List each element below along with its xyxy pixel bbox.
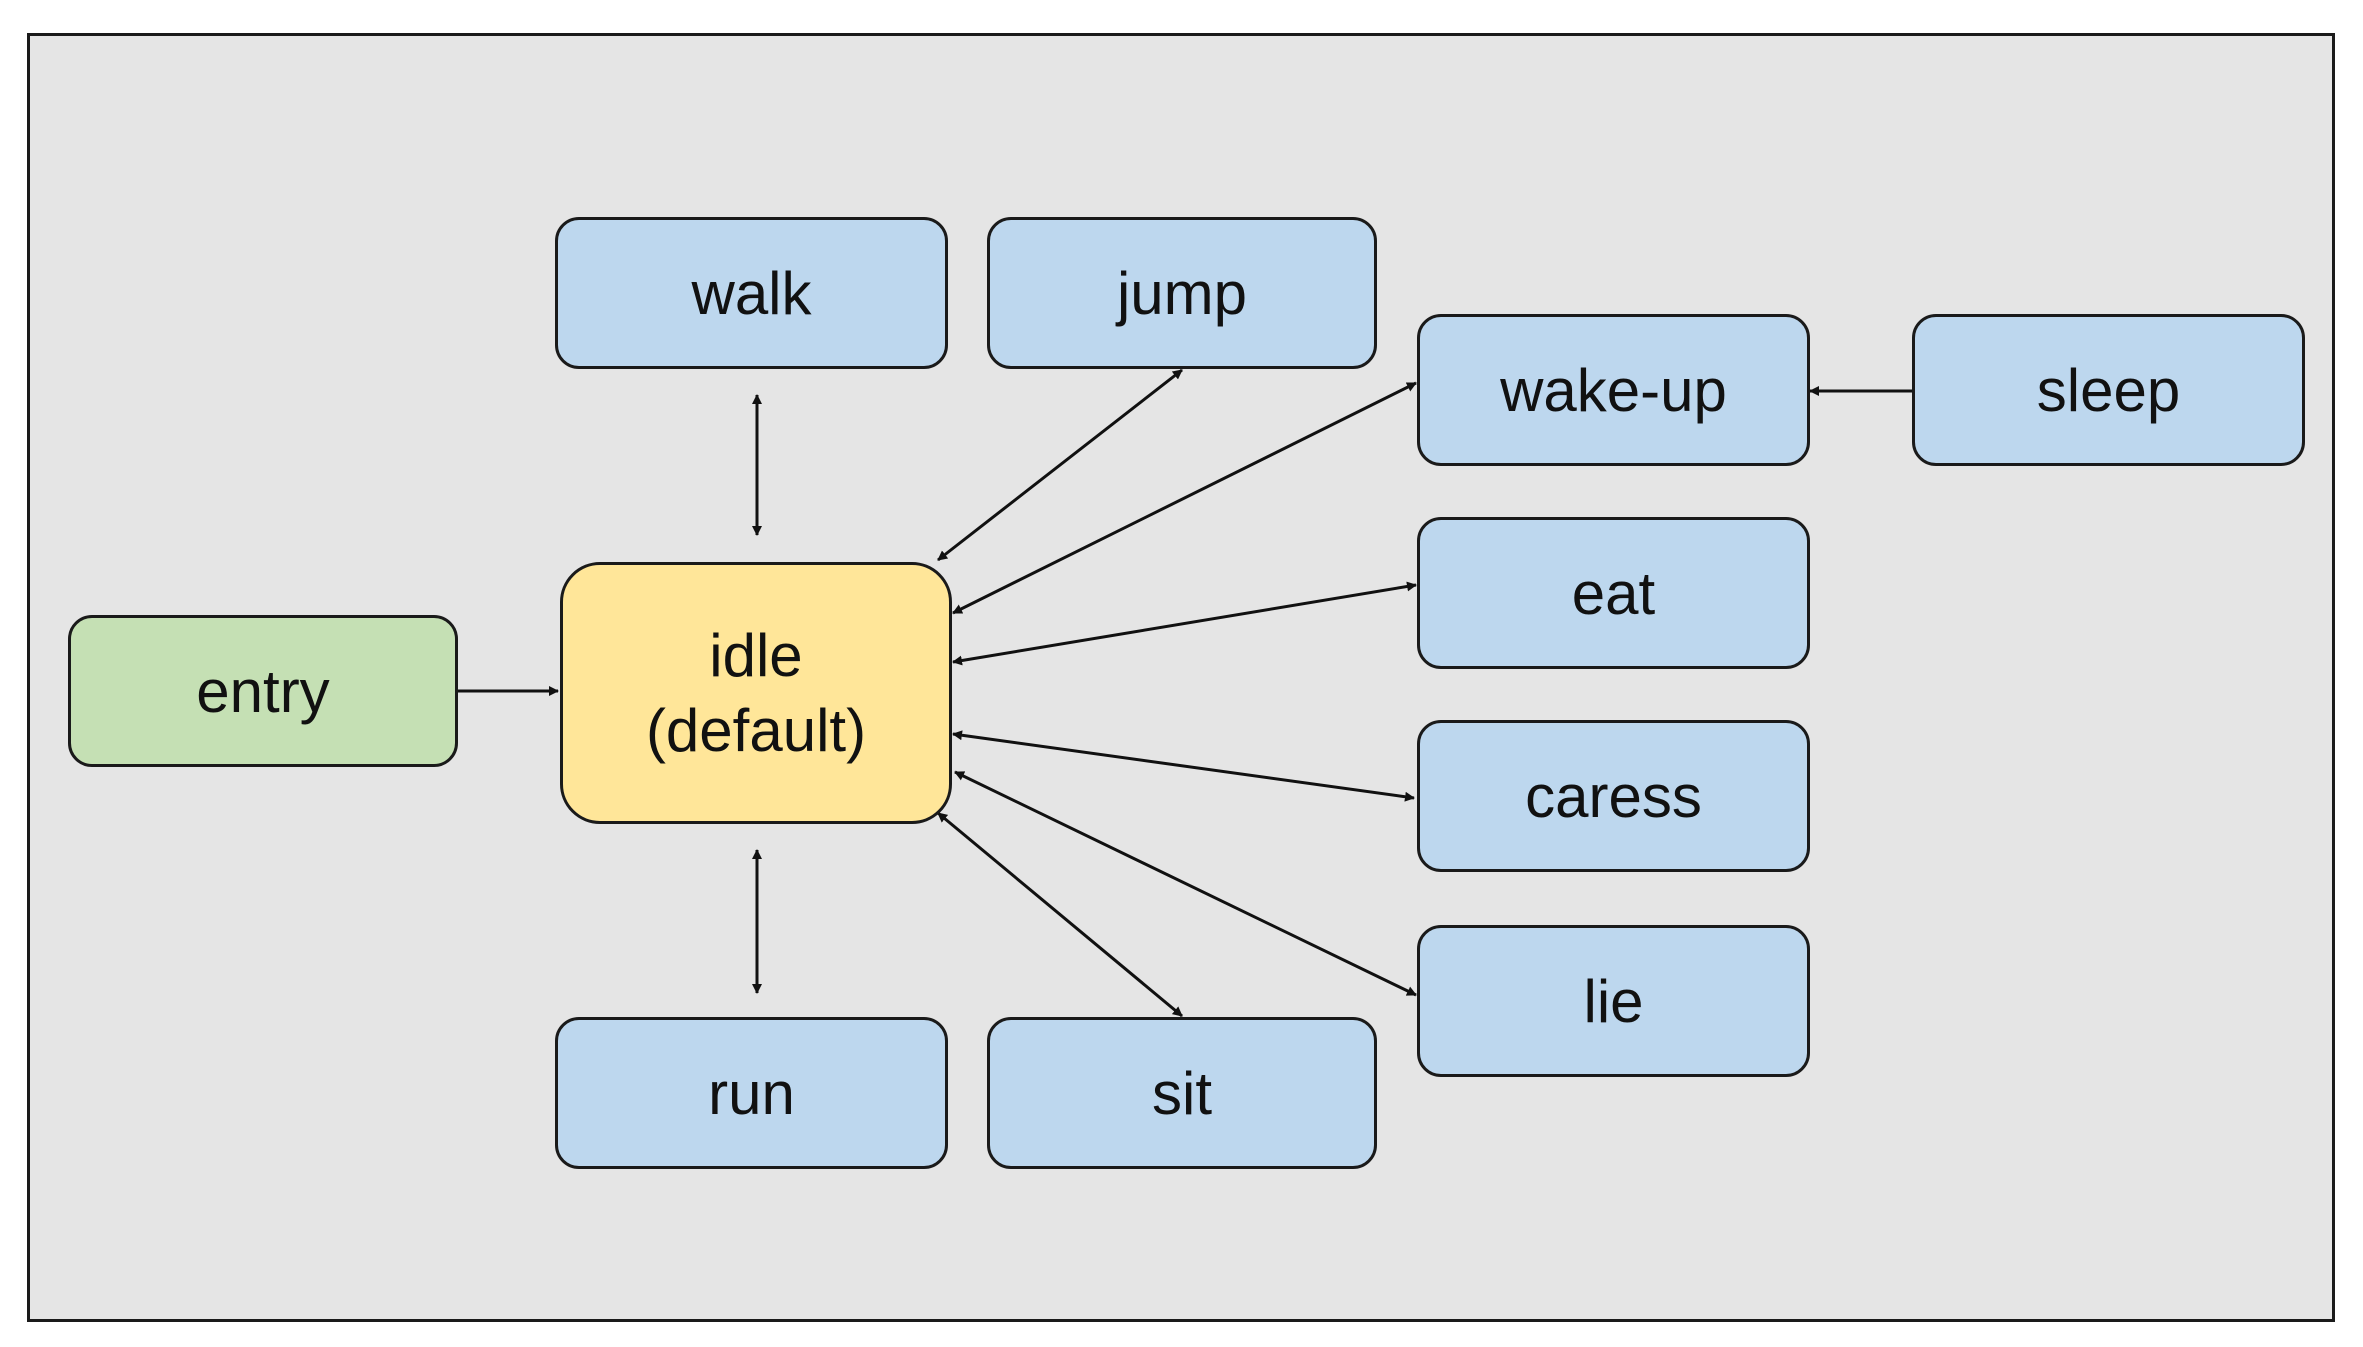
idle-node: idle (default)	[560, 562, 952, 824]
eat-node: eat	[1417, 517, 1810, 669]
sit-node: sit	[987, 1017, 1377, 1169]
caress-node: caress	[1417, 720, 1810, 872]
walk-node: walk	[555, 217, 948, 369]
run-node: run	[555, 1017, 948, 1169]
wake-up-node-label: wake-up	[1500, 356, 1727, 424]
run-node-label: run	[708, 1059, 795, 1127]
lie-node-label: lie	[1583, 967, 1644, 1035]
jump-node-label: jump	[1116, 259, 1248, 327]
entry-node-label: entry	[196, 657, 330, 725]
sleep-node-label: sleep	[2036, 356, 2181, 424]
idle-node-label: idle (default)	[645, 622, 867, 764]
caress-node-label: caress	[1525, 762, 1702, 830]
sit-node-label: sit	[1152, 1059, 1212, 1127]
entry-node: entry	[68, 615, 458, 767]
jump-node: jump	[987, 217, 1377, 369]
eat-node-label: eat	[1571, 559, 1656, 627]
walk-node-label: walk	[691, 259, 812, 327]
wake-up-node: wake-up	[1417, 314, 1810, 466]
sleep-node: sleep	[1912, 314, 2305, 466]
lie-node: lie	[1417, 925, 1810, 1077]
